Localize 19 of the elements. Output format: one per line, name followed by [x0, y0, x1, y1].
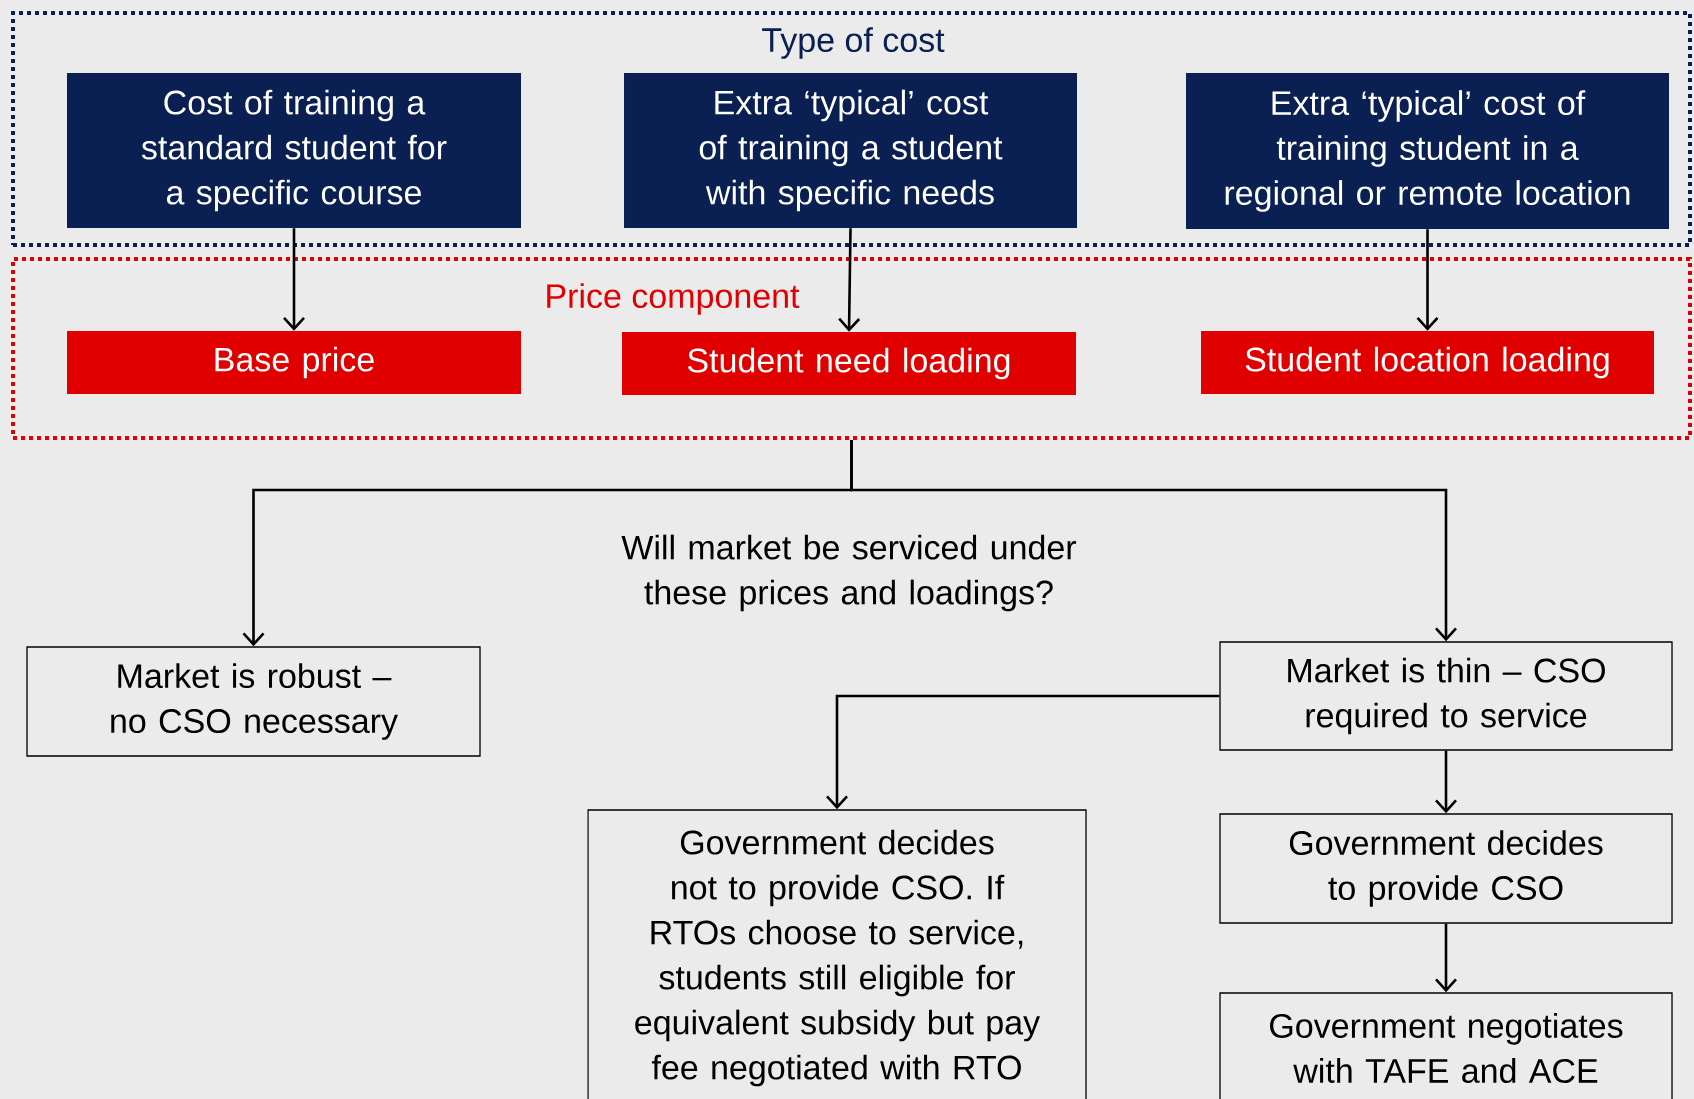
price-box: Base price — [67, 331, 521, 394]
cost-box: Cost of training a standard student for a specific course — [67, 73, 521, 228]
cost-box: Extra ‘typical’ cost of training student in a regional or remote location — [1186, 73, 1669, 229]
arrow — [1435, 923, 1457, 993]
arrow — [283, 228, 305, 331]
price-box: Student need loading — [622, 332, 1076, 395]
arrow — [1416, 229, 1439, 331]
cost-box: Extra ‘typical’ cost of training a student with specific needs — [624, 73, 1077, 228]
outcome-box: Government negotiates with TAFE and ACE — [1219, 992, 1673, 1099]
outcome-box: Market is thin – CSO required to service — [1219, 641, 1673, 751]
arrow — [850, 440, 1457, 642]
arrow — [838, 228, 861, 332]
outcome-box: Government decides to provide CSO — [1219, 813, 1673, 924]
arrow — [1435, 750, 1457, 814]
outcome-box: Market is robust – no CSO necessary — [26, 646, 481, 757]
question-text: Will market be serviced under these prices and loadings? — [621, 534, 1077, 612]
price-box: Student location loading — [1201, 331, 1654, 394]
arrow — [826, 694, 1220, 810]
outcome-box: Government decides not to provide CSO. If RTOs choose to service, students still eligible for equivalent subsidy but pay fee negotiated with RTO — [587, 809, 1087, 1099]
